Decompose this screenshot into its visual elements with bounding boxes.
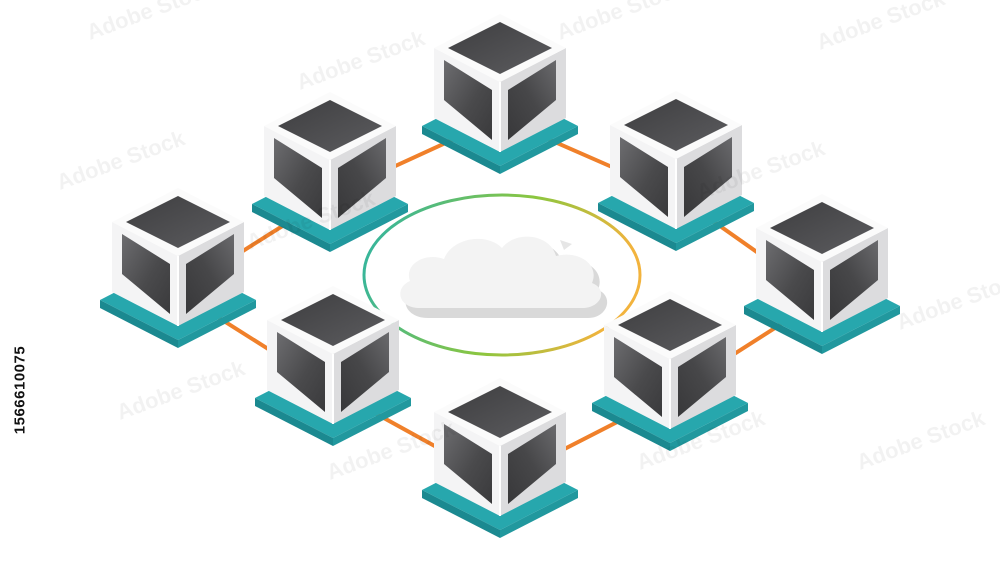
server-bottom-cube-icon (422, 378, 578, 538)
server-right-cube-icon (744, 194, 900, 354)
left-screen (766, 240, 814, 320)
watermark-text: Adobe Stock (853, 405, 989, 475)
watermark-text: Adobe Stock (113, 355, 249, 425)
watermark-text: Adobe Stock (553, 0, 689, 45)
right-screen (678, 337, 726, 417)
top-screen (770, 202, 874, 254)
stock-id-text: 1566610075 (11, 345, 29, 435)
right-screen (186, 234, 234, 314)
watermark-text: Adobe Stock (813, 0, 949, 55)
right-screen (341, 332, 389, 412)
left-screen (444, 424, 492, 504)
watermark-text: Adobe Stock (893, 265, 1000, 335)
left-screen (444, 60, 492, 140)
top-screen (448, 386, 552, 438)
right-screen (508, 424, 556, 504)
center-cloud (362, 193, 642, 357)
top-screen (281, 294, 385, 346)
right-screen (338, 138, 386, 218)
stock-id-label: 1566610075 (8, 300, 32, 480)
left-screen (274, 138, 322, 218)
cloud-icon (400, 236, 608, 318)
right-screen (830, 240, 878, 320)
server-left-cube-icon (100, 188, 256, 348)
left-screen (122, 234, 170, 314)
server-upper-left-cube-icon (252, 92, 408, 252)
left-screen (620, 137, 668, 217)
top-screen (126, 196, 230, 248)
left-screen (277, 332, 325, 412)
server-lower-right-cube-icon (592, 291, 748, 451)
watermark-text: Adobe Stock (293, 25, 429, 95)
nodes-layer (100, 14, 900, 538)
right-screen (508, 60, 556, 140)
left-screen (614, 337, 662, 417)
server-upper-right-cube-icon (598, 91, 754, 251)
server-lower-left-cube-icon (255, 286, 411, 446)
top-screen (278, 100, 382, 152)
watermark-text: Adobe Stock (53, 125, 189, 195)
top-screen (448, 22, 552, 74)
server-top-cube-icon (422, 14, 578, 174)
ring-outline (362, 193, 642, 357)
top-screen (618, 299, 722, 351)
watermark-text: Adobe Stock (83, 0, 219, 45)
right-screen (684, 137, 732, 217)
top-screen (624, 99, 728, 151)
